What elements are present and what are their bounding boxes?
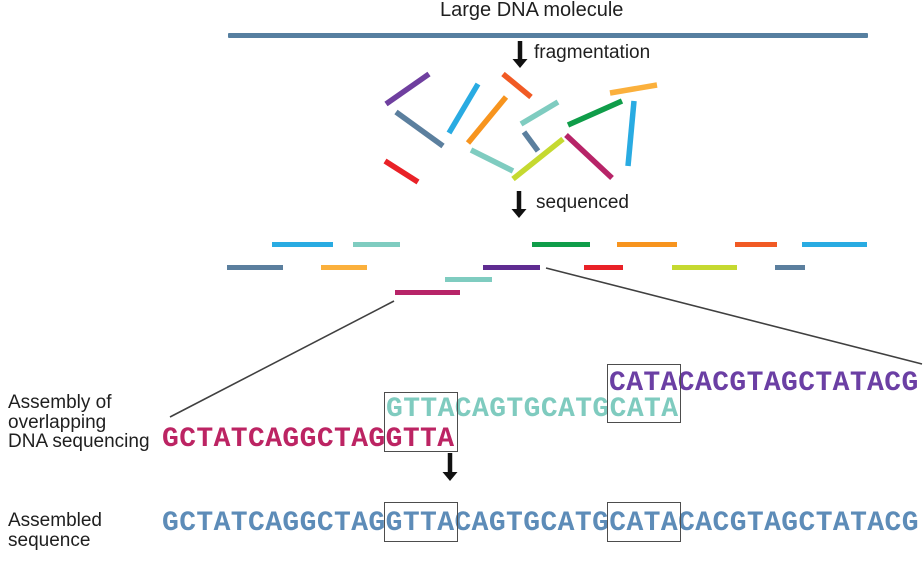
- sequenced-label: sequenced: [536, 192, 629, 213]
- zoom-connector-line: [545, 267, 923, 365]
- dna-fragment: [625, 100, 637, 167]
- dna-fragment: [609, 82, 658, 96]
- dna-fragment: [383, 158, 420, 185]
- dna-fragment: [511, 136, 565, 182]
- fragmentation-label: fragmentation: [534, 42, 651, 63]
- cata-read-overlap-box: [607, 364, 681, 423]
- dna-fragment: [469, 147, 515, 174]
- assembly-label-line2: overlapping: [8, 411, 107, 433]
- dna-fragment: [564, 132, 614, 181]
- dna-fragment: [566, 98, 624, 128]
- dna-fragment: [519, 99, 560, 127]
- dna-fragment: [384, 71, 431, 107]
- cata-assembled-box: [607, 502, 681, 542]
- diagram-title: Large DNA molecule: [440, 0, 624, 21]
- large-dna-molecule-line: [228, 33, 868, 38]
- assembly-label-line3: DNA sequencing: [8, 431, 150, 452]
- dna-fragment: [394, 109, 445, 149]
- gtta-read-overlap-box: [384, 392, 458, 452]
- dna-fragment: [446, 82, 481, 135]
- down-arrow-head: [512, 59, 528, 68]
- assembled-sequence-label: Assembled sequence: [8, 511, 102, 550]
- gtta-assembled-box: [384, 502, 458, 542]
- assembly-label-line1: Assembly of: [8, 392, 112, 413]
- assembled-label-line2: sequence: [8, 529, 91, 551]
- dna-fragment: [465, 95, 509, 145]
- down-arrow-head: [442, 472, 458, 481]
- dna-fragment: [501, 71, 533, 100]
- assembled-label-line1: Assembled: [8, 510, 102, 531]
- read-sequence-purple: CATACACGTAGCTATACG: [609, 368, 919, 399]
- down-arrow-head: [511, 209, 527, 218]
- assembled-sequence-text: GCTATCAGGCTAGGTTACAGTGCATGCATACACGTAGCTA…: [162, 508, 919, 539]
- zoom-connector-line: [169, 300, 395, 418]
- dna-fragment: [521, 130, 541, 153]
- read-sequence-pink: GCTATCAGGCTAGGTTA: [162, 424, 455, 455]
- assembly-label: Assembly of overlapping DNA sequencing: [8, 393, 150, 452]
- read-sequence-teal: GTTACAGTGCATGCATA: [386, 394, 679, 425]
